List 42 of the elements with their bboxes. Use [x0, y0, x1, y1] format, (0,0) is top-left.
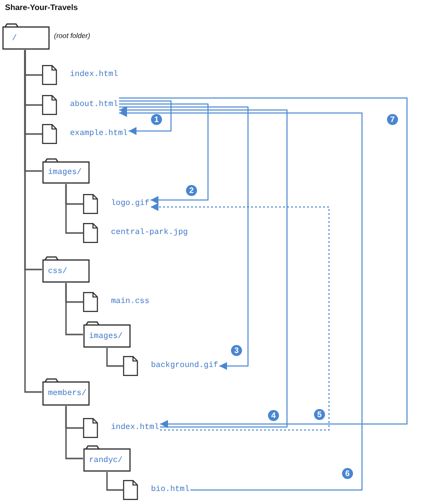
file-name: logo.gif	[111, 198, 150, 210]
folder-shape	[83, 445, 131, 472]
file-name: bio.html	[151, 484, 190, 496]
arrow	[118, 106, 288, 428]
tree-line	[106, 348, 123, 367]
title: Share-Your-Travels	[5, 3, 78, 12]
edge-label: 5	[314, 409, 325, 420]
arrow	[150, 203, 330, 430]
file-name: example.html	[70, 128, 128, 140]
file-name: main.css	[111, 296, 150, 308]
edge-label: 1	[151, 114, 162, 125]
tree-line	[65, 184, 83, 234]
tree-line	[65, 406, 83, 460]
folder-shape	[83, 321, 131, 348]
folder-name: css/	[48, 266, 68, 278]
folder-name: images/	[48, 167, 82, 179]
edge-label: 6	[342, 468, 353, 479]
file-name: index.html	[70, 69, 118, 81]
folder-shape	[2, 23, 50, 50]
arrow	[118, 100, 172, 135]
edge-label: 2	[186, 185, 197, 196]
arrow	[118, 98, 408, 428]
tree-line	[24, 50, 42, 393]
edge-label: 4	[268, 410, 279, 421]
file-name: background.gif	[151, 360, 218, 372]
folder-shape	[42, 158, 90, 184]
folder-name: /	[12, 32, 17, 44]
file-name: central-park.jpg	[111, 227, 188, 239]
arrow	[118, 106, 248, 370]
folder-name: members/	[48, 388, 86, 400]
file-name: about.html	[70, 99, 118, 111]
folder-name: images/	[89, 330, 123, 342]
file-name: index.html	[111, 422, 160, 434]
arrow	[118, 109, 362, 490]
folder-shape	[42, 256, 90, 283]
arrow	[118, 104, 208, 204]
edge-label: 3	[231, 345, 242, 356]
folder-name: randyc/	[89, 454, 123, 466]
tree-line	[65, 283, 83, 336]
tree-line	[106, 472, 123, 491]
folder-shape	[42, 378, 90, 406]
edge-label: 7	[387, 114, 398, 125]
